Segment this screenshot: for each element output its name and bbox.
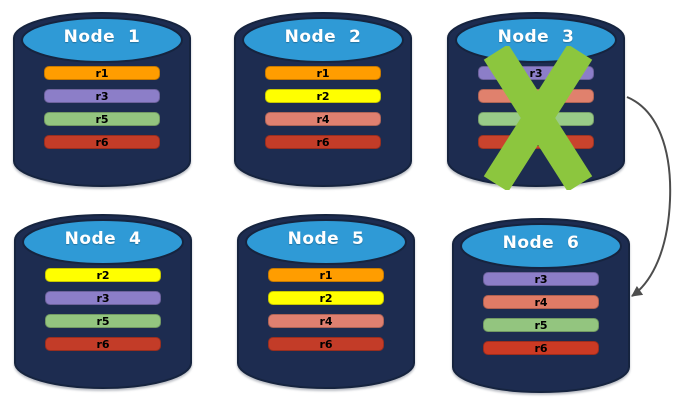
replica-list: r1 r2 r4 r6 (233, 10, 413, 188)
node-title: Node 3 (497, 27, 575, 47)
replica-label: r1 (316, 66, 330, 80)
replica-label: r5 (95, 112, 109, 126)
replica-list: r1 r2 r4 r6 (236, 212, 416, 390)
replica-bar-r5: r5 (45, 314, 161, 328)
node-title: Node 4 (64, 229, 142, 249)
replica-label: r2 (319, 291, 333, 305)
replica-label: r6 (96, 337, 110, 351)
replica-bar-r6: r6 (45, 337, 161, 351)
replica-label: r3 (96, 291, 110, 305)
replica-label: r5 (96, 314, 110, 328)
replica-bar-r4: r4 (268, 314, 384, 328)
replica-bar-r6: r6 (483, 341, 599, 355)
node-title: Node 2 (284, 27, 362, 47)
replica-label: r6 (319, 337, 333, 351)
replica-bar-r6: r6 (265, 135, 381, 149)
replica-bar-r3: r3 (483, 272, 599, 286)
node-title: Node 5 (287, 229, 365, 249)
replica-label: r2 (316, 89, 330, 103)
replica-label: r4 (534, 295, 548, 309)
replica-list: r1 r3 r5 r6 (12, 10, 192, 188)
replica-label: r1 (319, 268, 333, 282)
replica-label: r4 (319, 314, 333, 328)
replica-bar-r3: r3 (45, 291, 161, 305)
replica-label: r6 (95, 135, 109, 149)
replica-label: r3 (95, 89, 109, 103)
failure-x-icon (483, 46, 593, 190)
failover-arrow-icon (626, 96, 672, 297)
replica-label: r6 (316, 135, 330, 149)
replica-bar-r4: r4 (265, 112, 381, 126)
replica-label: r3 (534, 272, 548, 286)
replica-label: r5 (534, 318, 548, 332)
node-5: Node 5 r1 r2 r4 r6 (236, 212, 416, 390)
node-title: Node 1 (63, 27, 141, 47)
replica-label: r3 (529, 66, 543, 80)
replica-label: r4 (316, 112, 330, 126)
node-1: Node 1 r1 r3 r5 r6 (12, 10, 192, 188)
node-title: Node 6 (502, 233, 580, 253)
replica-bar-r5: r5 (483, 318, 599, 332)
replica-bar-r1: r1 (268, 268, 384, 282)
replica-label: r6 (534, 341, 548, 355)
replica-list: r3 r4 r5 r6 (451, 216, 631, 394)
node-4: Node 4 r2 r3 r5 r6 (13, 212, 193, 390)
replica-bar-r1: r1 (44, 66, 160, 80)
replica-bar-r2: r2 (268, 291, 384, 305)
replica-bar-r1: r1 (265, 66, 381, 80)
replica-bar-r6: r6 (268, 337, 384, 351)
replica-bar-r2: r2 (265, 89, 381, 103)
replica-label: r2 (96, 268, 110, 282)
replica-bar-r4: r4 (483, 295, 599, 309)
replica-bar-r5: r5 (44, 112, 160, 126)
node-2: Node 2 r1 r2 r4 r6 (233, 10, 413, 188)
node-6: Node 6 r3 r4 r5 r6 (451, 216, 631, 394)
replica-list: r2 r3 r5 r6 (13, 212, 193, 390)
replica-bar-r3: r3 (44, 89, 160, 103)
replica-bar-r6: r6 (44, 135, 160, 149)
replica-bar-r2: r2 (45, 268, 161, 282)
replica-label: r1 (95, 66, 109, 80)
